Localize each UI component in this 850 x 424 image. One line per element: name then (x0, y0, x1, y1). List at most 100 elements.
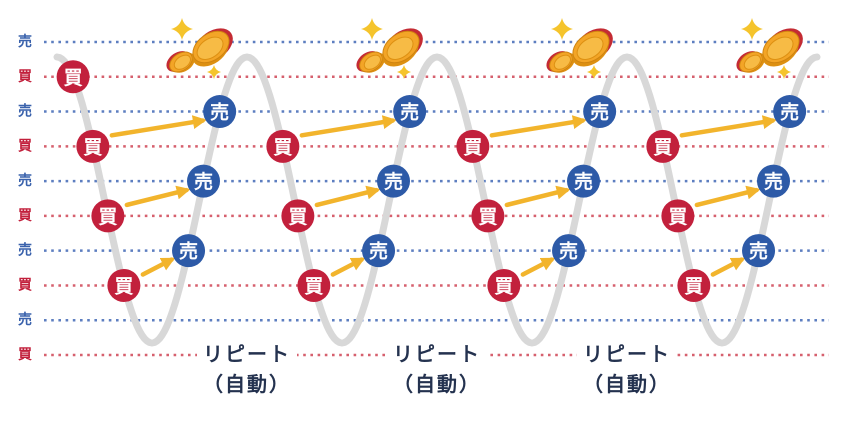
buy-marker-circle (646, 129, 680, 163)
coin-icon-small (166, 51, 195, 73)
sell-marker: 売 (393, 95, 427, 129)
buy-marker: 買 (661, 199, 695, 233)
sell-marker-circle (773, 95, 807, 129)
sell-marker-label: 売 (384, 170, 403, 193)
sparkle-icon-small (397, 65, 411, 79)
sell-marker-label: 売 (400, 101, 419, 124)
buy-marker-label: 買 (304, 275, 323, 297)
profit-arrow (489, 115, 587, 138)
sparkle-icon-large (361, 18, 383, 40)
buy-marker-label: 買 (463, 136, 482, 158)
coin-face (576, 36, 604, 60)
sell-marker: 売 (757, 164, 791, 198)
profit-arrow (109, 115, 207, 138)
profit-arrow (710, 257, 746, 277)
axis-label-buy: 買 (18, 138, 33, 154)
coin-icon-large (572, 28, 613, 67)
sell-marker-circle (187, 164, 221, 198)
axis-label-sell: 売 (18, 311, 32, 328)
sell-marker: 売 (187, 164, 221, 198)
axis-label-sell: 売 (18, 33, 32, 50)
coin-icon-small (736, 51, 765, 73)
buy-marker-label: 買 (668, 206, 687, 228)
buy-marker: 買 (456, 129, 490, 163)
sell-marker: 売 (773, 95, 807, 129)
buy-marker-label: 買 (288, 206, 307, 228)
coin-face (173, 54, 191, 70)
sparkle-icon-large (171, 18, 193, 40)
buy-marker: 買 (646, 129, 680, 163)
buy-marker: 買 (56, 60, 90, 94)
coin-icon-large (762, 28, 803, 67)
axis-label-sell: 売 (18, 103, 32, 120)
repeat-label-line1: リピート (583, 342, 671, 366)
repeat-auto-label: リピート（自動） (577, 339, 677, 399)
sell-marker-circle (583, 95, 617, 129)
sell-marker-label: 売 (780, 101, 799, 124)
sell-marker-circle (393, 95, 427, 129)
buy-marker: 買 (281, 199, 315, 233)
buy-marker-circle (91, 199, 125, 233)
repeat-auto-label: リピート （自動） (387, 339, 487, 399)
sell-marker-label: 売 (179, 240, 198, 263)
buy-marker-circle (76, 129, 110, 163)
coin-icon-small (356, 51, 385, 73)
sparkle-icon-small (777, 65, 791, 79)
sell-marker-label: 売 (590, 101, 609, 124)
profit-arrow (504, 185, 571, 208)
profit-arrow (314, 185, 381, 208)
buy-marker-circle (266, 129, 300, 163)
buy-marker: 買 (76, 129, 110, 163)
sell-marker: 売 (172, 234, 206, 268)
profit-arrow (694, 185, 761, 208)
repeat-label-line1: リピート (203, 342, 291, 366)
buy-marker-label: 買 (494, 275, 513, 297)
coin-cluster (166, 18, 233, 79)
buy-marker: 買 (107, 268, 141, 302)
sell-marker-circle (362, 234, 396, 268)
buy-marker-circle (56, 60, 90, 94)
sell-marker: 売 (567, 164, 601, 198)
sell-marker-circle (172, 234, 206, 268)
buy-marker: 買 (297, 268, 331, 302)
buy-marker: 買 (487, 268, 521, 302)
repeat-label-line1: リピート (393, 342, 481, 366)
buy-marker-circle (456, 129, 490, 163)
sell-marker-label: 売 (210, 101, 229, 124)
profit-arrow (330, 257, 366, 277)
coin-face (553, 54, 571, 70)
buy-marker-circle (677, 268, 711, 302)
axis-label-buy: 買 (18, 347, 33, 363)
coin-face (196, 36, 224, 60)
buy-marker-label: 買 (273, 136, 292, 158)
sell-marker-label: 売 (369, 240, 388, 263)
buy-marker-circle (471, 199, 505, 233)
coin-face (766, 36, 794, 60)
repeat-label-line2: （自動） (203, 372, 291, 396)
buy-marker: 買 (471, 199, 505, 233)
buy-marker-circle (487, 268, 521, 302)
sell-marker: 売 (362, 234, 396, 268)
sell-marker-label: 売 (574, 170, 593, 193)
repeat-label-line2: （自動） (393, 372, 481, 396)
buy-marker: 買 (677, 268, 711, 302)
coin-icon-large (192, 28, 233, 67)
buy-marker-label: 買 (684, 275, 703, 297)
coin-cluster (736, 18, 803, 79)
buy-marker-label: 買 (114, 275, 133, 297)
sparkle-icon-large (551, 18, 573, 40)
sparkle-icon-small (207, 65, 221, 79)
axis-label-sell: 売 (18, 172, 32, 189)
buy-marker-label: 買 (98, 206, 117, 228)
sell-marker: 売 (377, 164, 411, 198)
coin-face (743, 54, 761, 70)
buy-marker-label: 買 (64, 67, 83, 89)
sell-marker-circle (552, 234, 586, 268)
repeat-auto-label: リピート （自動） (197, 339, 297, 399)
sell-marker-label: 売 (194, 170, 213, 193)
sell-marker: 売 (742, 234, 776, 268)
sell-marker: 売 (552, 234, 586, 268)
price-wave (53, 53, 821, 347)
